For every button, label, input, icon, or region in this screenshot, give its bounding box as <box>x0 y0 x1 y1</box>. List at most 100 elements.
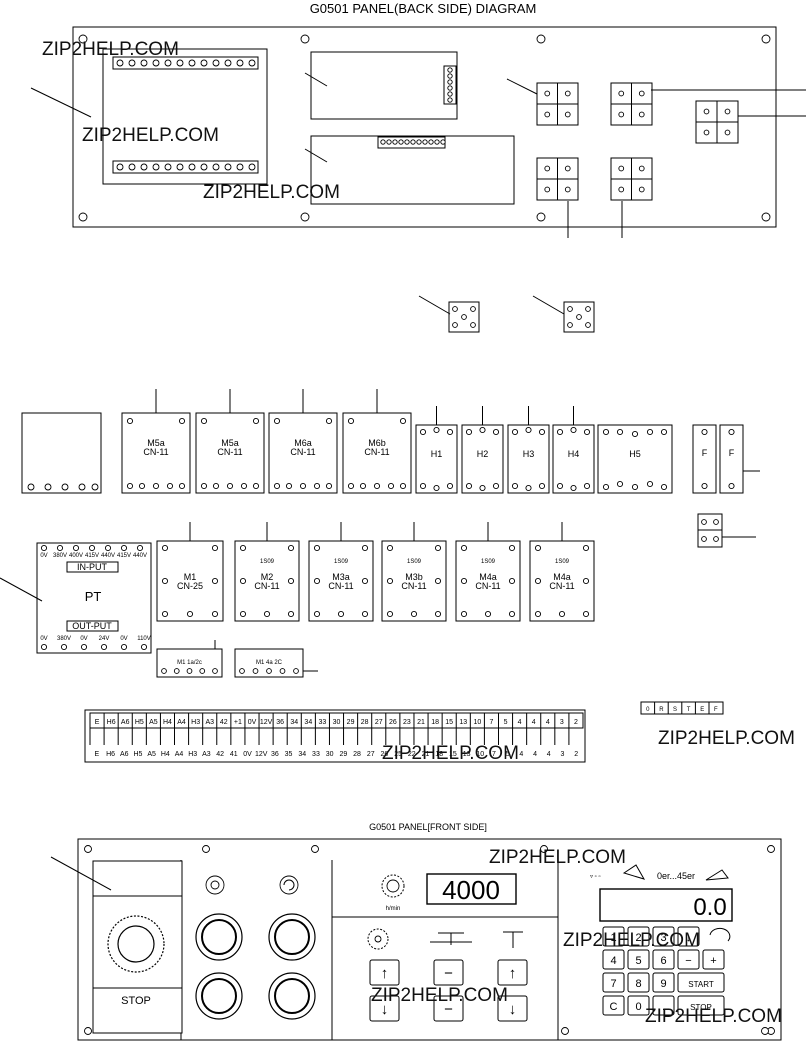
heater-label: H3 <box>523 449 535 459</box>
keypad-key-label: 6 <box>660 955 666 967</box>
pt-top-term: 415V <box>85 553 99 559</box>
keypad-key[interactable]: ↓ <box>677 926 700 947</box>
jog-button[interactable]: ↓ <box>369 995 400 1022</box>
keypad-key[interactable]: START <box>677 972 725 993</box>
jog-button-label: ↓ <box>381 1001 389 1018</box>
keypad-key[interactable]: STOP <box>677 995 725 1016</box>
jog-button[interactable]: − <box>433 959 464 986</box>
keypad-key[interactable]: + <box>702 949 725 970</box>
keypad-key[interactable]: 5 <box>627 949 650 970</box>
ground-term: S <box>673 707 677 713</box>
contactor-name: M3a <box>332 572 350 582</box>
clamp-icon <box>503 931 523 948</box>
terminal-top-label: A4 <box>177 719 186 726</box>
relay-name: M6b <box>368 438 386 448</box>
keypad-key[interactable]: . <box>652 995 675 1016</box>
keypad-key[interactable]: 6 <box>652 949 675 970</box>
board-lower <box>310 135 515 205</box>
terminal-top-label: 10 <box>473 719 481 726</box>
terminal-top-label: E <box>95 719 100 726</box>
terminal-top-label: H3 <box>191 719 200 726</box>
keypad-key[interactable]: 3 <box>652 926 675 947</box>
loose-modules <box>448 301 595 333</box>
terminal-bottom-label: A6 <box>120 751 129 758</box>
jog-button-label: − <box>444 1001 453 1018</box>
jog-button[interactable]: ↑ <box>369 959 400 986</box>
terminal-top-label: 26 <box>389 719 397 726</box>
terminal-bottom-label: 33 <box>312 751 320 758</box>
plc-module <box>102 48 268 185</box>
angle-left-icon <box>622 864 646 880</box>
jog-button[interactable]: ↑ <box>497 959 528 986</box>
terminal-bottom-label: 2 <box>574 751 578 758</box>
jog-button[interactable]: ↓ <box>497 995 528 1022</box>
push-button[interactable] <box>268 913 316 961</box>
terminal-top-label: 21 <box>417 719 425 726</box>
terminal-top-label: 42 <box>220 719 228 726</box>
keypad-key[interactable]: 2 <box>627 926 650 947</box>
terminal-bottom-label: A4 <box>175 751 184 758</box>
heater-h4: H4 <box>552 406 595 494</box>
terminal-top-label: H4 <box>163 719 172 726</box>
rpm-display <box>426 873 517 905</box>
keypad-key[interactable]: C <box>602 995 625 1016</box>
heater-h5: H5 <box>597 424 673 494</box>
jog-button[interactable]: − <box>433 995 464 1022</box>
relay-cn: CN-11 <box>143 447 168 457</box>
relay-sockets <box>536 82 739 201</box>
terminal-top-label: 15 <box>445 719 453 726</box>
keypad-key[interactable]: 0 <box>627 995 650 1016</box>
terminal-top-label: 7 <box>489 719 493 726</box>
speed-knob-icon[interactable] <box>381 874 405 898</box>
pt-label: PT <box>85 589 102 604</box>
terminal-bottom-label: 27 <box>367 751 375 758</box>
terminal-top-label: 5 <box>504 719 508 726</box>
terminal-bottom-label: 41 <box>230 751 238 758</box>
watermark-text: ZIP2HELP.COM <box>489 847 626 868</box>
keypad-key[interactable]: 8 <box>627 972 650 993</box>
terminal-bottom-label: H5 <box>133 751 142 758</box>
keypad-key[interactable]: 1 <box>602 926 625 947</box>
pt-top-term: 415V <box>117 553 131 559</box>
keypad-key[interactable]: 4 <box>602 949 625 970</box>
socket <box>695 100 739 144</box>
keypad-key[interactable]: 7 <box>602 972 625 993</box>
pt-bottom-term: 24V <box>99 636 110 642</box>
terminal-bottom-label: 29 <box>339 751 347 758</box>
keypad-key[interactable]: 9 <box>652 972 675 993</box>
emergency-stop-button[interactable] <box>107 915 165 973</box>
terminal-top-label: 13 <box>459 719 467 726</box>
terminal-top-label: 2 <box>574 719 578 726</box>
jog-button-label: − <box>444 965 453 982</box>
aux-contact: M1 4a 2C <box>234 648 304 678</box>
keypad-key[interactable]: − <box>677 949 700 970</box>
keypad-key-label: + <box>710 955 716 967</box>
keypad-key-label: 4 <box>610 955 616 967</box>
pt-bottom-term: 110V <box>137 636 151 642</box>
push-button[interactable] <box>195 972 243 1020</box>
push-button[interactable] <box>268 972 316 1020</box>
watermark-text: ZIP2HELP.COM <box>645 1006 782 1027</box>
terminal-bottom-label: 26 <box>381 751 389 758</box>
terminal-bottom-label: H6 <box>106 751 115 758</box>
arrow-buttons[interactable]: ↑ − ↑ ↓ − ↓ <box>369 959 528 1022</box>
loose-socket <box>448 301 480 333</box>
keypad-key-label: STOP <box>690 1003 712 1012</box>
keypad-key-label: 2 <box>635 932 641 944</box>
stop-label: STOP <box>121 995 151 1007</box>
push-button[interactable] <box>195 913 243 961</box>
terminal-top-label: 33 <box>319 719 327 726</box>
relay-cn: CN-11 <box>290 447 315 457</box>
relay-cn: CN-11 <box>217 447 242 457</box>
back-side-title: G0501 PANEL(BACK SIDE) DIAGRAM <box>310 1 537 16</box>
watermark-text: ZIP2HELP.COM <box>563 930 700 951</box>
keypad-key-label: 0 <box>635 1001 641 1013</box>
round-buttons[interactable] <box>195 913 316 1020</box>
terminal-top-label: A3 <box>205 719 214 726</box>
